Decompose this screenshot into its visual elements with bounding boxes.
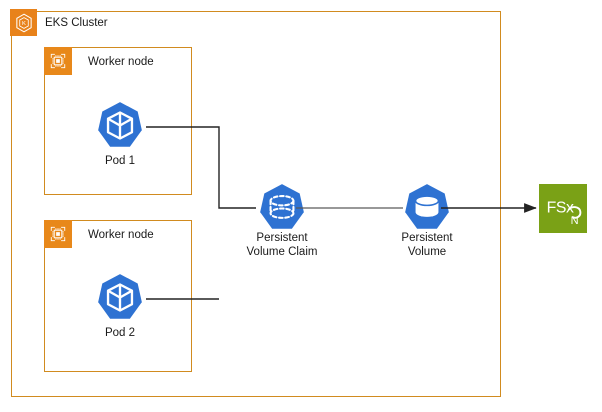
pod-2-label: Pod 2 xyxy=(104,327,136,339)
worker-node-label-2: Worker node xyxy=(88,229,154,241)
cpu-chip-icon xyxy=(44,220,72,248)
eks-cluster-label: EKS Cluster xyxy=(45,17,108,29)
svg-text:N: N xyxy=(571,215,579,227)
kubernetes-pod-icon-1 xyxy=(94,100,146,152)
pod-1-label: Pod 1 xyxy=(104,155,136,167)
kubernetes-pod-icon-2 xyxy=(94,272,146,324)
persistent-volume-label: Persistent Volume xyxy=(377,231,477,259)
pv-label-line-1: Persistent xyxy=(401,232,453,244)
svg-text:K: K xyxy=(22,21,26,27)
svg-text:FSx: FSx xyxy=(547,199,574,216)
persistent-volume-icon xyxy=(401,182,453,234)
worker-node-boundary-1 xyxy=(44,47,192,195)
persistent-volume-claim-icon xyxy=(256,182,308,234)
eks-cluster-boundary xyxy=(11,11,501,397)
cpu-chip-icon xyxy=(44,47,72,75)
worker-node-boundary-2 xyxy=(44,220,192,372)
pvc-label-line-2: Volume Claim xyxy=(246,246,318,258)
persistent-volume-claim-label: Persistent Volume Claim xyxy=(232,231,332,259)
pvc-label-line-1: Persistent xyxy=(256,232,308,244)
worker-node-label-1: Worker node xyxy=(88,56,154,68)
eks-kubernetes-icon: K xyxy=(10,9,37,36)
aws-fsx-netapp-ontap-icon: FSx N xyxy=(539,184,587,233)
pv-label-line-2: Volume xyxy=(407,246,447,258)
